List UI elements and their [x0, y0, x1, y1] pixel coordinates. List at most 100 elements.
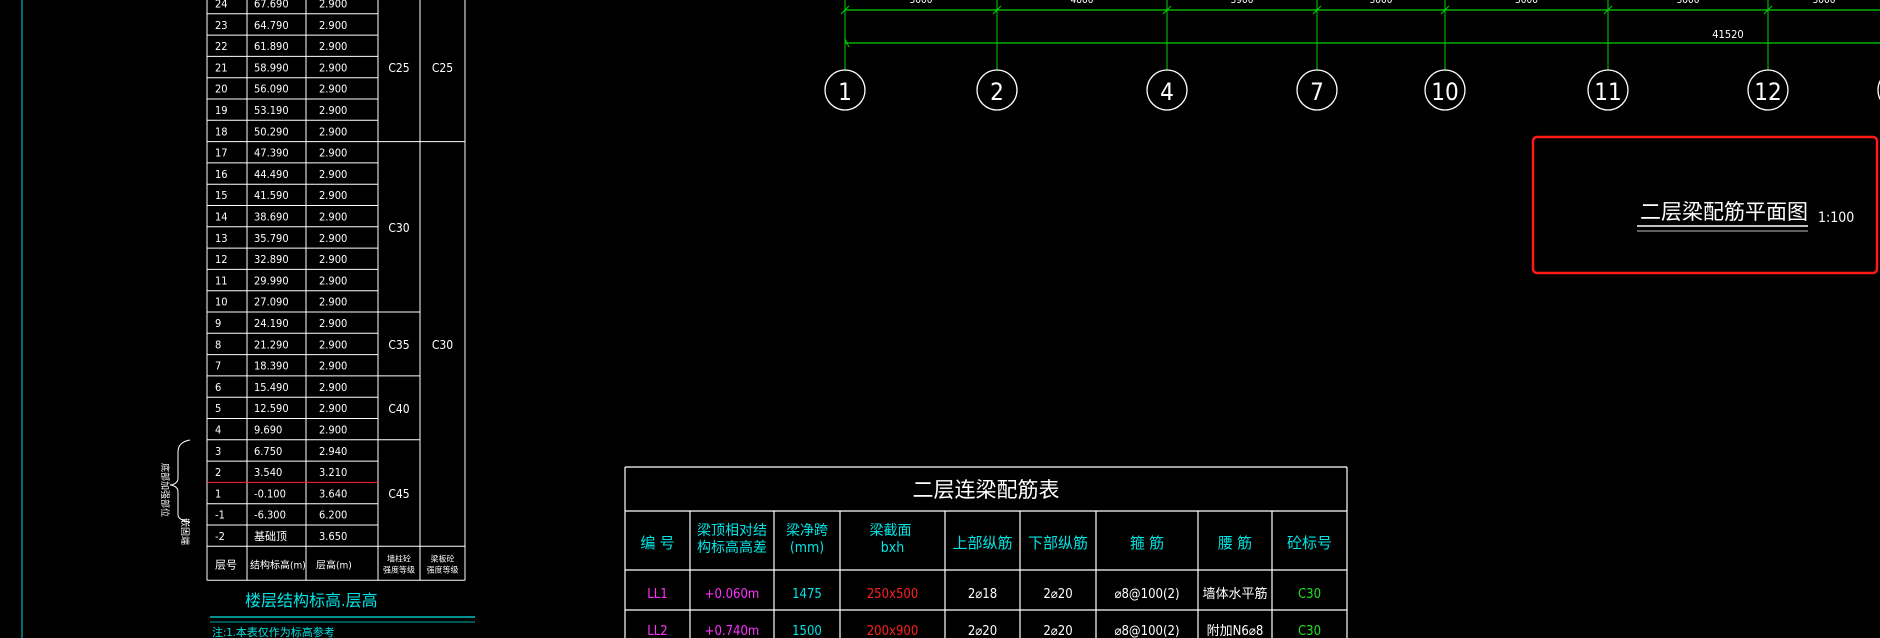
floor-elevation: 35.790 — [254, 232, 289, 245]
floor-number: 6 — [215, 381, 221, 394]
beam-table-cell: +0.740m — [705, 624, 760, 638]
floor-elevation: 53.190 — [254, 104, 289, 117]
drawing-title-block[interactable]: 二层梁配筋平面图 1:100 — [1531, 135, 1879, 275]
floor-number: 9 — [215, 317, 221, 330]
axis-bubble[interactable] — [824, 69, 866, 111]
strengthening-zone-label: 底部加强部位 — [159, 463, 171, 517]
floor-table-note: 注:1.本表仅作为标高参考 — [212, 625, 335, 638]
axis-label: 12 — [1754, 78, 1781, 106]
beam-table-header: 梁截面 bxh — [870, 523, 916, 556]
floor-elevation: 58.990 — [254, 61, 289, 74]
floor-height: 2.900 — [319, 19, 347, 32]
floor-elevation: 61.890 — [254, 40, 289, 53]
floor-number: 4 — [215, 424, 221, 437]
dimension-tick — [840, 5, 850, 15]
floor-table-caption: 楼层结构标高.层高 — [245, 591, 378, 610]
axis-label: 1 — [838, 78, 852, 106]
axis-bubble-partial — [1877, 79, 1880, 101]
beam-table-header: 砼标号 — [1287, 534, 1332, 552]
dimension-tick — [1603, 5, 1613, 15]
floor-number: 1 — [215, 487, 221, 500]
floor-height: 2.900 — [319, 83, 347, 96]
dimension-tick — [1440, 5, 1450, 15]
floor-height: 3.210 — [319, 466, 347, 479]
axis-bubble[interactable] — [1747, 69, 1789, 111]
beam-concrete-grade: C25 — [432, 61, 453, 75]
floor-height: 2.900 — [319, 147, 347, 160]
axis-dimension: 3000 — [1370, 0, 1393, 6]
wall-concrete-grade: C30 — [388, 221, 409, 235]
dimension-tick — [1312, 5, 1322, 15]
beam-table-header: 梁顶相对结构标高高差 — [697, 523, 767, 556]
floor-number: 18 — [215, 125, 228, 138]
axis-bubble[interactable] — [1587, 69, 1629, 111]
floor-number: 8 — [215, 338, 221, 351]
dimension-tick — [992, 5, 1002, 15]
beam-table-cell: 2⌀20 — [1043, 587, 1072, 602]
floor-elevation: 24.190 — [254, 317, 289, 330]
floor-elevation: 9.690 — [254, 424, 282, 437]
axis-bubble[interactable] — [1424, 69, 1466, 111]
beam-table-header: 上部纵筋 — [952, 534, 1012, 552]
floor-elevation: 67.690 — [254, 0, 289, 11]
beam-table-cell: ⌀8@100(2) — [1114, 587, 1179, 602]
beam-table-cell: LL2 — [647, 624, 667, 638]
total-dimension: 41520 — [1712, 28, 1743, 41]
floor-table-header: 结构标高(m) — [250, 558, 306, 571]
dimension-tick — [844, 38, 850, 48]
axis-label: 11 — [1594, 78, 1621, 106]
floor-table-header: 墙柱砼强度等级 — [383, 553, 415, 574]
floor-elevation: 基础顶 — [254, 530, 287, 543]
wall-concrete-grade: C45 — [388, 487, 409, 501]
beam-table-cell: LL1 — [647, 587, 667, 602]
beam-table-cell: +0.060m — [705, 587, 760, 602]
floor-elevation: 3.540 — [254, 466, 282, 479]
floor-elevation: -0.100 — [254, 487, 286, 500]
floor-number: 19 — [215, 104, 228, 117]
floor-number: 21 — [215, 61, 228, 74]
floor-number: 17 — [215, 147, 228, 160]
drawing-scale: 1:100 — [1818, 210, 1854, 226]
floor-elevation: 44.490 — [254, 168, 289, 181]
dimension-tick — [1162, 5, 1172, 15]
axis-label: 4 — [1160, 78, 1174, 106]
floor-height: 2.900 — [319, 274, 347, 287]
floor-height: 2.900 — [319, 424, 347, 437]
floor-height: 2.900 — [319, 317, 347, 330]
floor-number: 15 — [215, 189, 228, 202]
floor-height: 2.940 — [319, 445, 347, 458]
axis-bubble[interactable] — [1296, 69, 1338, 111]
floor-number: 2 — [215, 466, 221, 479]
wall-concrete-grade: C25 — [388, 61, 409, 75]
floor-elevation: 47.390 — [254, 147, 289, 160]
axis-bubble[interactable] — [976, 69, 1018, 111]
axis-label: 2 — [990, 78, 1004, 106]
beam-table-cell: 1500 — [792, 624, 822, 638]
beam-table-header: 下部纵筋 — [1028, 534, 1088, 552]
floor-height: 2.900 — [319, 189, 347, 202]
beam-table-cell: 200x900 — [867, 624, 919, 638]
floor-height: 2.900 — [319, 253, 347, 266]
axis-dimension: 3900 — [1231, 0, 1254, 6]
floor-number: -2 — [215, 530, 225, 543]
beam-table-cell: 2⌀20 — [1043, 624, 1072, 638]
floor-height: 2.900 — [319, 338, 347, 351]
wall-concrete-grade: C40 — [388, 402, 409, 416]
floor-elevation: 56.090 — [254, 83, 289, 96]
beam-table-cell: 1475 — [792, 587, 822, 602]
floor-number: 14 — [215, 211, 228, 224]
axis-bubble[interactable] — [1146, 69, 1188, 111]
floor-elevation: 15.490 — [254, 381, 289, 394]
floor-number: 3 — [215, 445, 221, 458]
wall-concrete-grade: C35 — [388, 338, 409, 352]
beam-table-cell: 2⌀18 — [968, 587, 997, 602]
floor-elevation: 41.590 — [254, 189, 289, 202]
floor-elevation: 38.690 — [254, 211, 289, 224]
floor-height: 2.900 — [319, 61, 347, 74]
floor-table-header: 梁板砼强度等级 — [427, 553, 459, 574]
beam-table-cell: 2⌀20 — [968, 624, 997, 638]
